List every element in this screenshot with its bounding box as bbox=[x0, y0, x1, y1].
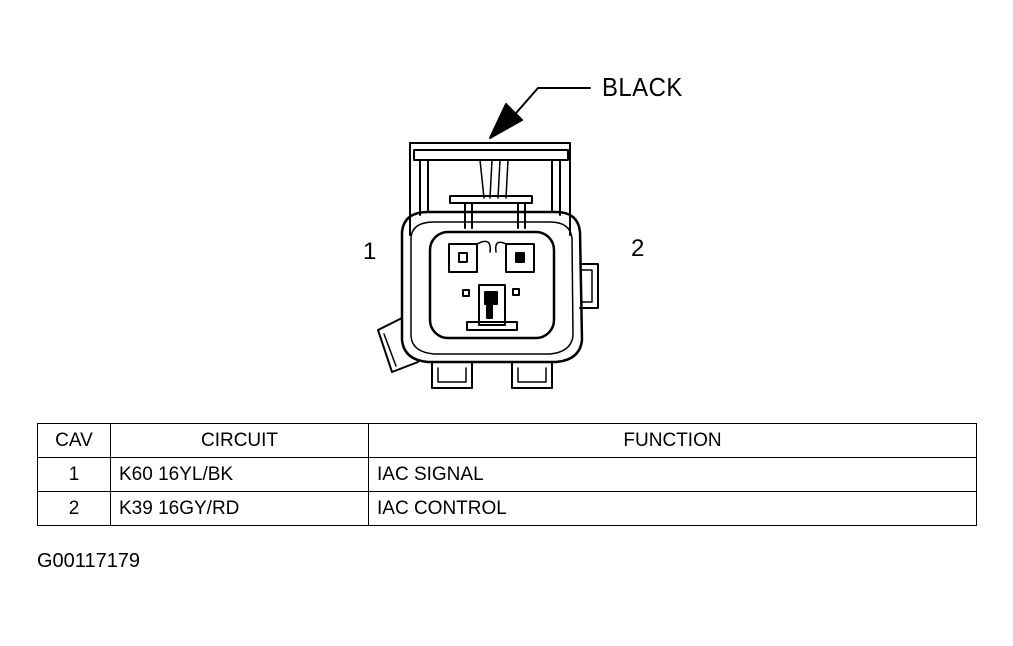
header-circuit: CIRCUIT bbox=[110, 423, 369, 458]
cavity-1-label: 1 bbox=[363, 238, 377, 265]
table-row: 1 K60 16YL/BK IAC SIGNAL bbox=[37, 457, 977, 492]
figure-id: G00117179 bbox=[37, 550, 141, 572]
row-circuit: K39 16GY/RD bbox=[110, 491, 369, 526]
header-cav: CAV bbox=[37, 423, 111, 458]
row-circuit: K60 16YL/BK bbox=[110, 457, 369, 492]
table-row: 2 K39 16GY/RD IAC CONTROL bbox=[37, 491, 977, 526]
color-leader bbox=[489, 87, 591, 139]
connector-color-label: BLACK bbox=[602, 72, 683, 102]
connector-face bbox=[428, 230, 556, 340]
pinout-table: CAV CIRCUIT FUNCTION 1 K60 16YL/BK IAC S… bbox=[37, 423, 977, 526]
connector-latch bbox=[409, 142, 571, 236]
row-function: IAC CONTROL bbox=[368, 491, 977, 526]
row-cav: 2 bbox=[37, 491, 111, 526]
cavity-2-label: 2 bbox=[631, 235, 645, 262]
header-function: FUNCTION bbox=[368, 423, 977, 458]
connector-drawing bbox=[377, 87, 599, 389]
row-function: IAC SIGNAL bbox=[368, 457, 977, 492]
connector-housing bbox=[377, 210, 599, 389]
row-cav: 1 bbox=[37, 457, 111, 492]
table-header-row: CAV CIRCUIT FUNCTION bbox=[37, 423, 977, 458]
